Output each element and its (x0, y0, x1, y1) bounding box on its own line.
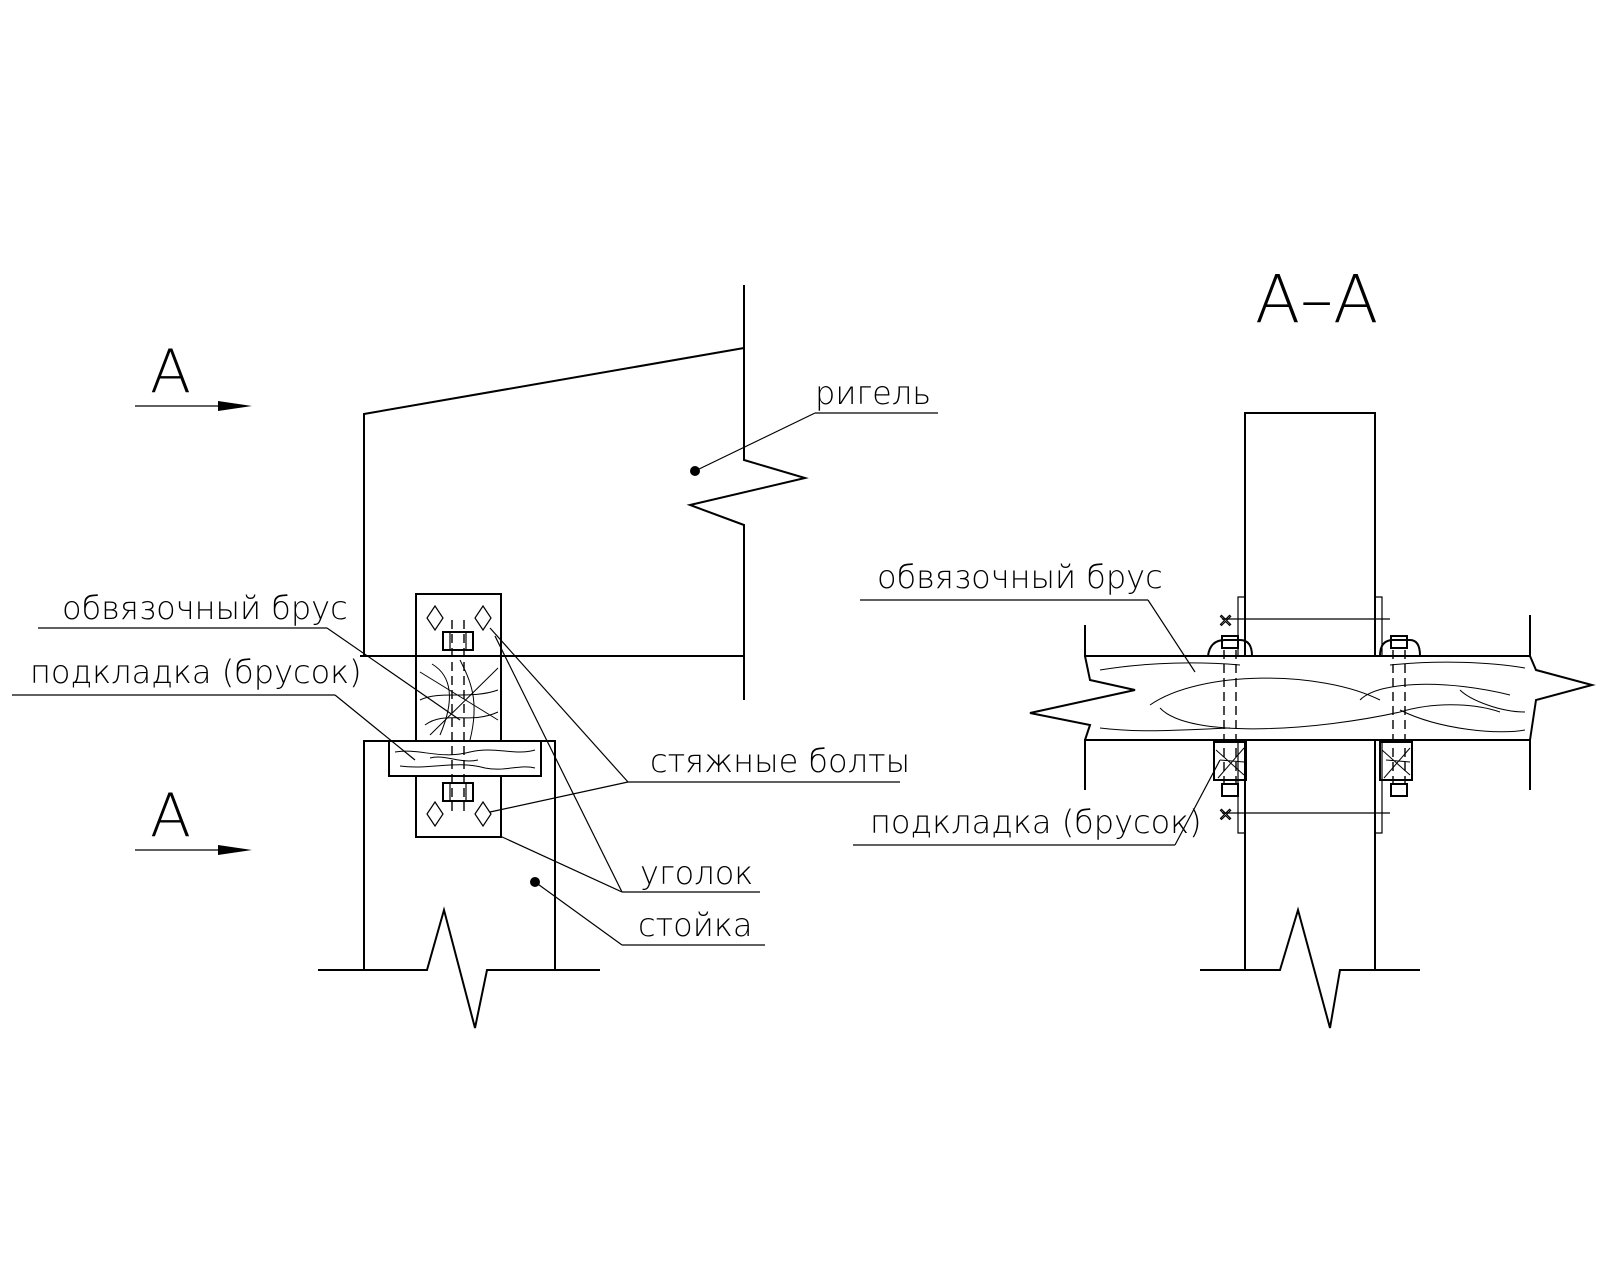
obvyazochny-brus-block (415, 655, 502, 742)
svg-text:×: × (1218, 804, 1233, 825)
section-title: А–А (1255, 261, 1378, 338)
label-rigel: ригель (815, 374, 931, 412)
label-obvyazochny-brus-left: обвязочный брус (62, 589, 348, 627)
ugolok-plate-top (415, 593, 502, 657)
rigel-beam (360, 285, 809, 700)
section-mark-bottom: А (150, 781, 191, 851)
label-ugolok: уголок (640, 854, 753, 892)
section-obvyazochny-brus (1029, 615, 1596, 790)
label-obvyazochny-brus-right: обвязочный брус (877, 558, 1163, 596)
stoyka-post (318, 740, 600, 1029)
label-podkladka-left: подкладка (брусок) (30, 653, 362, 691)
left-elevation-view: А А (12, 285, 938, 1029)
leader-lines-right (853, 599, 1221, 846)
section-mark-top: А (150, 337, 191, 407)
section-stoyka-post (1200, 412, 1420, 1029)
leader-lines-left (12, 412, 938, 946)
label-stoyka: стойка (638, 906, 752, 944)
label-styazhnye-bolty: стяжные болты (650, 742, 910, 780)
svg-text:×: × (1218, 610, 1233, 631)
styazhnye-bolty-left (451, 620, 465, 812)
section-bolt-nuts (1207, 635, 1421, 797)
section-a-a-view: А–А × × (853, 261, 1596, 1029)
section-arrow-bottom: А (135, 781, 252, 855)
section-podkladka-blocks (1213, 741, 1413, 781)
ugolok-plate-bottom (415, 775, 502, 838)
section-arrow-top: А (135, 337, 252, 411)
section-ugolok-plates: × × (1217, 596, 1390, 834)
podkladka-block (388, 740, 542, 777)
label-podkladka-right: подкладка (брусок) (870, 803, 1202, 841)
section-styazhnye-bolty (1223, 650, 1406, 786)
